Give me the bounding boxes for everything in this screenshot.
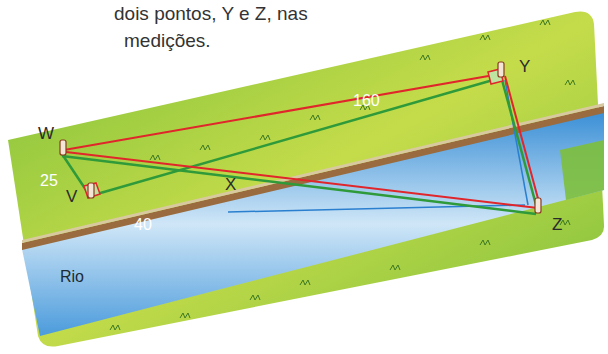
- land-notch: [560, 140, 604, 200]
- green-lines: [62, 78, 538, 214]
- stakes: [60, 62, 541, 213]
- point-label: X: [225, 176, 236, 195]
- right-angle-mark: [84, 183, 100, 198]
- region-label: Rio: [60, 268, 84, 286]
- river-bank-light: [22, 103, 604, 243]
- point-label: Y: [519, 58, 530, 77]
- point-label: Z: [552, 216, 562, 235]
- river-bank: [22, 106, 604, 250]
- caption-fragment: dois pontos, Y e Z, nas: [114, 4, 308, 25]
- caption-fragment: medições.: [124, 31, 211, 52]
- land: [8, 12, 604, 347]
- grass-tufts: [110, 20, 575, 330]
- point-label: W: [38, 125, 54, 144]
- dimension-label: 160: [353, 92, 380, 110]
- dimension-label: 40: [134, 216, 152, 234]
- point-label: V: [66, 188, 77, 207]
- dimension-label: 25: [40, 172, 58, 190]
- blue-lines: [228, 80, 528, 212]
- red-lines: [64, 74, 540, 208]
